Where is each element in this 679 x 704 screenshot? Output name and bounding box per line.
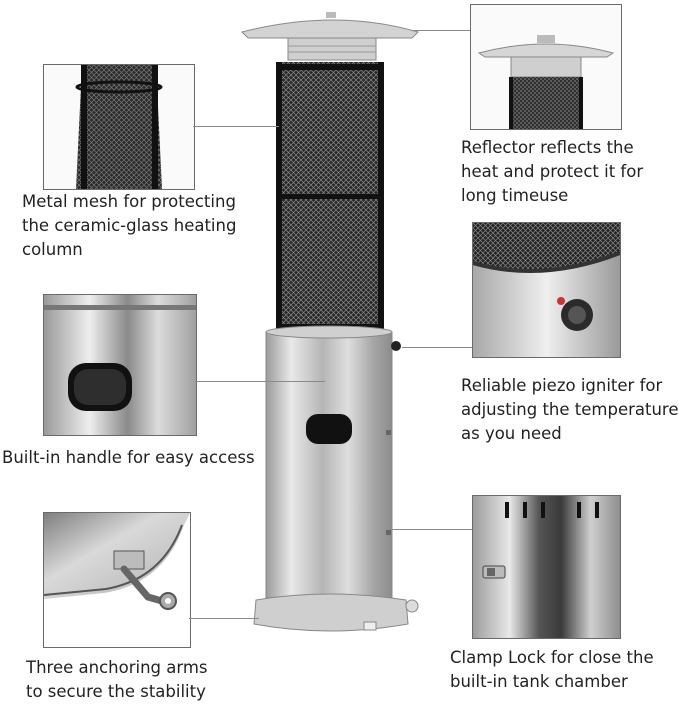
- reflector-caption-line-3: long timeuse: [461, 186, 569, 205]
- mesh-leader-line: [193, 126, 279, 127]
- igniter-caption-line-3: as you need: [461, 424, 562, 443]
- reflector-caption: Reflector reflects the heat and protect …: [461, 136, 643, 208]
- anchor-caption-line-2: to secure the stability: [26, 682, 206, 701]
- clamp-caption: Clamp Lock for close the built-in tank c…: [450, 646, 654, 694]
- mesh-caption-line-3: column: [22, 240, 83, 259]
- mesh-caption-line-1: Metal mesh for protecting: [22, 192, 236, 211]
- handle-caption-line-1: Built-in handle for easy access: [2, 448, 255, 467]
- anchor-leader-line: [189, 618, 259, 619]
- reflector-caption-line-2: heat and protect it for: [461, 162, 644, 181]
- reflector-leader-line: [412, 30, 470, 31]
- clamp-caption-line-1: Clamp Lock for close the: [450, 648, 654, 667]
- igniter-caption: Reliable piezo igniter for adjusting the…: [461, 374, 679, 446]
- igniter-caption-line-1: Reliable piezo igniter for: [461, 376, 663, 395]
- mesh-caption-line-2: the ceramic-glass heating: [22, 216, 237, 235]
- mesh-detail-image: [43, 64, 195, 190]
- handle-caption: Built-in handle for easy access: [2, 446, 255, 470]
- handle-detail-image: [43, 294, 197, 436]
- igniter-leader-line: [402, 347, 472, 348]
- anchor-caption-line-1: Three anchoring arms: [26, 658, 208, 677]
- clamp-leader-line: [392, 529, 472, 530]
- anchor-caption: Three anchoring arms to secure the stabi…: [26, 656, 208, 704]
- reflector-detail-image: [470, 4, 622, 130]
- clamp-caption-line-2: built-in tank chamber: [450, 672, 628, 691]
- anchor-detail-image: [43, 512, 191, 648]
- mesh-caption: Metal mesh for protecting the ceramic-gl…: [22, 190, 236, 262]
- handle-leader-line: [195, 381, 325, 382]
- clamp-detail-image: [472, 495, 621, 639]
- igniter-detail-image: [472, 222, 621, 358]
- patio-heater-image: [236, 10, 436, 640]
- reflector-caption-line-1: Reflector reflects the: [461, 138, 634, 157]
- igniter-caption-line-2: adjusting the temperature: [461, 400, 679, 419]
